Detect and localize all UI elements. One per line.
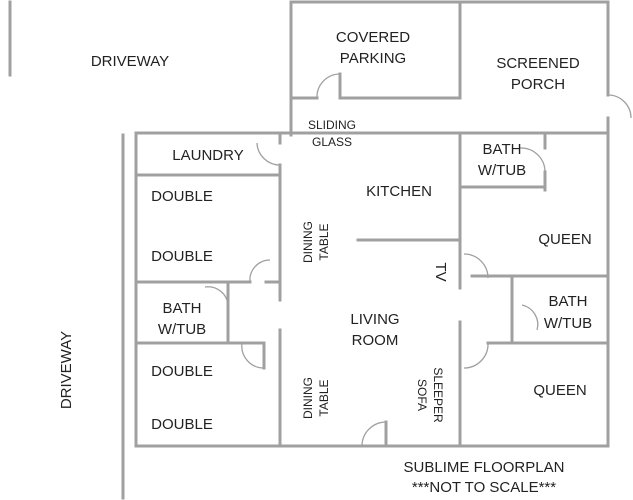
bath-left-label-1: BATH xyxy=(163,300,202,317)
caption-note: ***NOT TO SCALE*** xyxy=(412,479,556,496)
kitchen-label: KITCHEN xyxy=(366,183,432,200)
double-4-label: DOUBLE xyxy=(151,416,213,433)
sleeper-sofa-label-1: SLEEPER xyxy=(431,367,445,423)
queen-top-label: QUEEN xyxy=(538,231,591,248)
sliding-glass-label-2: GLASS xyxy=(312,135,352,149)
covered-parking-label-2: PARKING xyxy=(340,50,406,67)
double-1-label: DOUBLE xyxy=(151,188,213,205)
driveway-top-label: DRIVEWAY xyxy=(91,53,169,70)
driveway-side-label: DRIVEWAY xyxy=(58,331,75,409)
caption-title: SUBLIME FLOORPLAN xyxy=(404,459,565,476)
sliding-glass-label-1: SLIDING xyxy=(308,118,356,132)
tv-label: TV xyxy=(432,262,449,281)
laundry-label: LAUNDRY xyxy=(172,147,243,164)
bath-top-right-label-1: BATH xyxy=(483,141,522,158)
bath-top-right-label-2: W/TUB xyxy=(478,162,526,179)
bath-right-label-1: BATH xyxy=(549,293,588,310)
living-room-label-1: LIVING xyxy=(350,311,399,328)
door-swings xyxy=(204,73,632,447)
screened-porch-label-2: PORCH xyxy=(511,76,565,93)
queen-bottom-label: QUEEN xyxy=(533,382,586,399)
double-3-label: DOUBLE xyxy=(151,363,213,380)
living-room-label-2: ROOM xyxy=(352,332,399,349)
double-2-label: DOUBLE xyxy=(151,248,213,265)
dining-table-bottom-label-2: TABLE xyxy=(317,379,331,416)
screened-porch-label-1: SCREENED xyxy=(496,55,580,72)
dining-table-top-label-2: TABLE xyxy=(317,223,331,260)
sleeper-sofa-label-2: SOFA xyxy=(415,379,429,411)
dining-table-top-label-1: DINING xyxy=(301,221,315,263)
dining-table-bottom-label-1: DINING xyxy=(301,377,315,419)
walls xyxy=(8,0,610,500)
bath-right-label-2: W/TUB xyxy=(544,315,592,332)
covered-parking-label-1: COVERED xyxy=(336,29,410,46)
bath-left-label-2: W/TUB xyxy=(158,321,206,338)
